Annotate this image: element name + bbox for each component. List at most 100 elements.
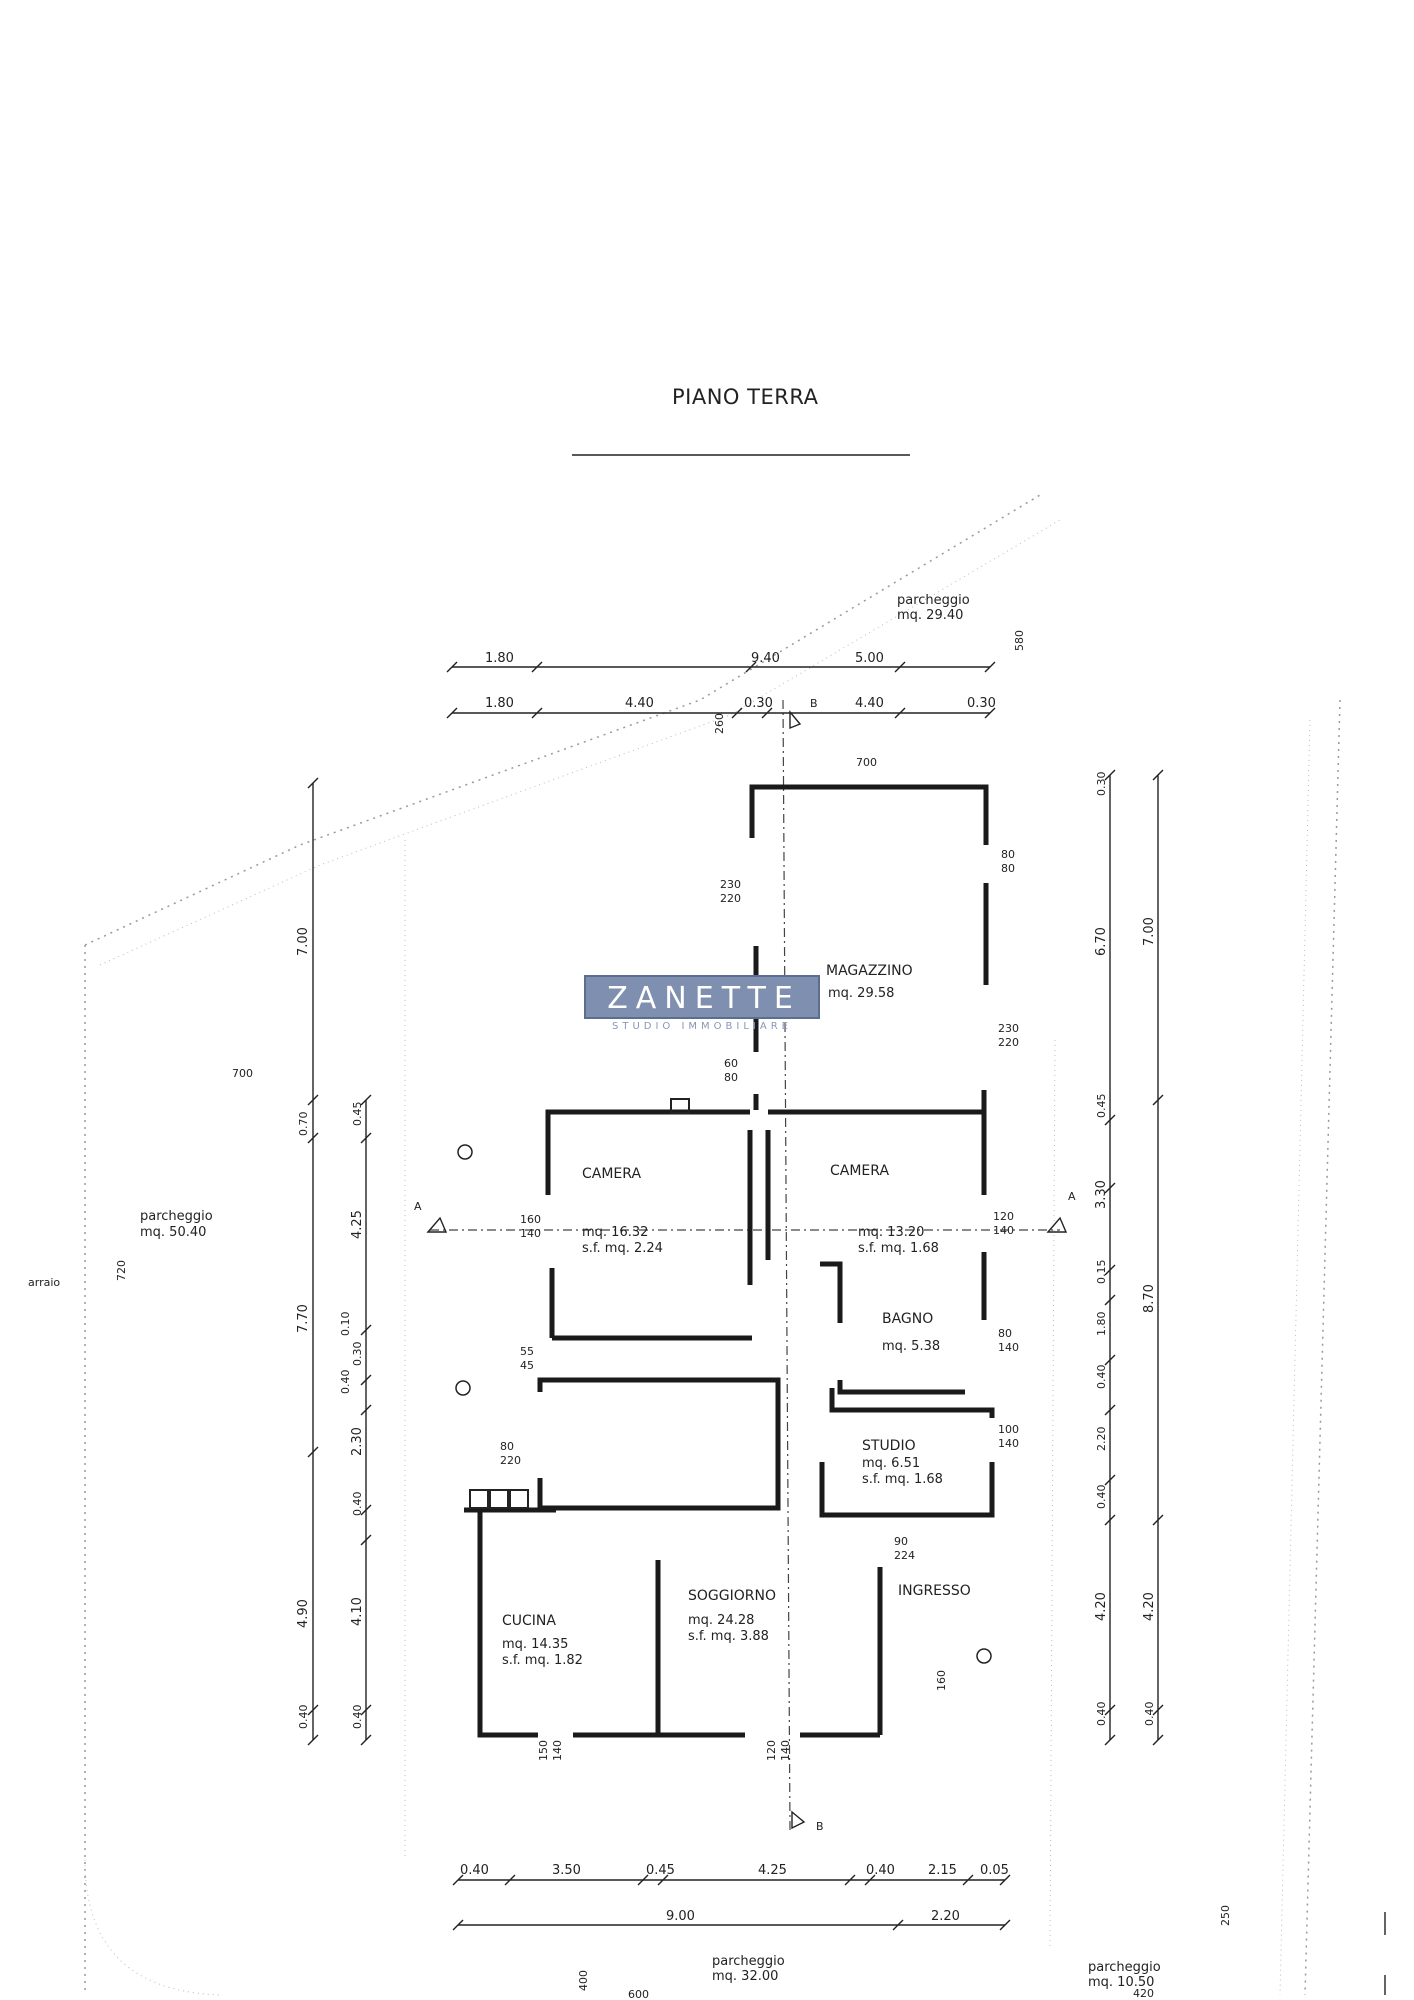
dim-bottom-2-a: 9.00 xyxy=(666,1909,695,1924)
dimension-tick xyxy=(307,1734,319,1746)
dim-bottom-2-b: 2.20 xyxy=(931,1909,960,1924)
wall-bagno-bottom xyxy=(837,1380,965,1395)
opening-224: 224 xyxy=(894,1549,915,1562)
dim-left-1-e: 0.40 xyxy=(297,1705,310,1730)
dimension-tick xyxy=(894,707,906,719)
dimension-tick xyxy=(1104,1704,1116,1716)
dim-top-2-b: 4.40 xyxy=(625,696,654,711)
stove-burner-2 xyxy=(489,1489,509,1509)
camera-left-sf: s.f. mq. 2.24 xyxy=(582,1241,663,1256)
opening-150: 150 xyxy=(537,1740,550,1761)
dim-left-2-c: 0.10 xyxy=(339,1312,352,1337)
dim-bottom-1-d: 4.25 xyxy=(758,1863,787,1878)
opening-140-d: 140 xyxy=(998,1437,1019,1450)
dimension-tick xyxy=(531,707,543,719)
dim-left-2-g: 0.40 xyxy=(351,1492,364,1517)
dimension-tick xyxy=(307,1132,319,1144)
lot-boundary-right-2 xyxy=(1279,719,1311,1996)
column-3 xyxy=(976,1648,992,1664)
dim-left-1-c: 7.70 xyxy=(296,1304,311,1333)
dimension-tick xyxy=(1152,1094,1164,1106)
dimension-tick xyxy=(452,1874,464,1886)
dim-left-2-d: 0.30 xyxy=(351,1342,364,1367)
section-marker-a-left xyxy=(426,1216,448,1233)
dim-bottom-2-e: 600 xyxy=(628,1988,649,2000)
dim-right-2-b: 8.70 xyxy=(1142,1284,1157,1313)
dimension-tick xyxy=(360,1504,372,1516)
dim-top-2-f: 260 xyxy=(713,713,726,734)
dimension-tick xyxy=(446,707,458,719)
lot-boundary-right xyxy=(1304,699,1341,1996)
section-line-b xyxy=(782,699,791,1831)
parking-top-label: parcheggio xyxy=(897,593,970,608)
opening-220-a: 220 xyxy=(720,892,741,905)
dim-right-2-c: 4.20 xyxy=(1142,1592,1157,1621)
dim-left-2-e: 0.40 xyxy=(339,1370,352,1395)
opening-80-c: 80 xyxy=(724,1071,738,1084)
camera-right-area: mq. 13.20 xyxy=(858,1225,924,1240)
camera-right-sf: s.f. mq. 1.68 xyxy=(858,1241,939,1256)
dim-left-2-i: 0.40 xyxy=(351,1705,364,1730)
studio-sf: s.f. mq. 1.68 xyxy=(862,1472,943,1487)
wall-magazzino xyxy=(749,784,989,845)
dim-right-1-a: 0.30 xyxy=(1095,772,1108,797)
dim-bottom-1-c: 0.45 xyxy=(646,1863,675,1878)
dim-left-2-b: 4.25 xyxy=(350,1210,365,1239)
dimension-tick xyxy=(1104,1514,1116,1526)
dimension-tick xyxy=(360,1734,372,1746)
dim-right-1-f: 1.80 xyxy=(1095,1312,1108,1337)
dimension-tick xyxy=(1104,1182,1116,1194)
logo-box: ZANETTE xyxy=(584,975,820,1019)
dimension-tick xyxy=(761,707,773,719)
dim-left-2-h: 4.10 xyxy=(350,1597,365,1626)
lot-boundary xyxy=(84,494,1041,946)
wall-cucina xyxy=(464,1507,538,1738)
dim-left-1-d: 4.90 xyxy=(296,1599,311,1628)
dimension-tick xyxy=(999,1919,1011,1931)
dim-right-1-j: 4.20 xyxy=(1094,1592,1109,1621)
dimension-tick xyxy=(1104,1294,1116,1306)
chimney xyxy=(670,1098,690,1114)
soggiorno-area: mq. 24.28 xyxy=(688,1613,754,1628)
parking-bottom-area: mq. 32.00 xyxy=(712,1969,778,1984)
dimension-tick xyxy=(1152,769,1164,781)
stove-burner-1 xyxy=(469,1489,489,1509)
section-label-b-top: B xyxy=(810,697,818,710)
dim-bottom-1-b: 3.50 xyxy=(552,1863,581,1878)
dimension-tick xyxy=(657,1874,669,1886)
soggiorno-sf: s.f. mq. 3.88 xyxy=(688,1629,769,1644)
stove-burner-3 xyxy=(509,1489,529,1509)
column-2 xyxy=(455,1380,471,1396)
dimension-tick xyxy=(892,1919,904,1931)
parking-bottom-label: parcheggio xyxy=(712,1954,785,1969)
dimension-tick xyxy=(360,1704,372,1716)
soggiorno-name: SOGGIORNO xyxy=(688,1588,776,1604)
dim-right-1-k: 0.40 xyxy=(1095,1702,1108,1727)
camera-right-name: CAMERA xyxy=(830,1163,889,1179)
magazzino-name: MAGAZZINO xyxy=(826,963,913,979)
opening-80-a: 80 xyxy=(1001,848,1015,861)
parking-bottom-right-label: parcheggio xyxy=(1088,1960,1161,1975)
dimension-tick xyxy=(637,1874,649,1886)
opening-230-b: 230 xyxy=(998,1022,1019,1035)
dimension-tick xyxy=(962,1874,974,1886)
logo-tagline: STUDIO IMMOBILIARE xyxy=(612,1021,792,1032)
dim-bottom-1-e: 0.40 xyxy=(866,1863,895,1878)
lot-boundary-mid-2 xyxy=(1049,1039,1056,1951)
ingresso-name: INGRESSO xyxy=(898,1583,971,1599)
camera-left-area: mq. 16.32 xyxy=(582,1225,648,1240)
cucina-area: mq. 14.35 xyxy=(502,1637,568,1652)
dimension-tick xyxy=(307,777,319,789)
label-arraio: arraio xyxy=(28,1276,60,1289)
lot-boundary-inner xyxy=(99,519,1061,966)
dim-right-1-g: 0.40 xyxy=(1095,1365,1108,1390)
dimension-tick xyxy=(360,1132,372,1144)
dim-left-2-f: 2.30 xyxy=(350,1427,365,1456)
dim-bottom-2-c: 250 xyxy=(1219,1905,1232,1926)
wall-middle-room xyxy=(537,1377,781,1511)
dimension-tick xyxy=(446,661,458,673)
dimension-tick xyxy=(1104,769,1116,781)
dimension-tick xyxy=(731,707,743,719)
opening-160: 160 xyxy=(520,1213,541,1226)
